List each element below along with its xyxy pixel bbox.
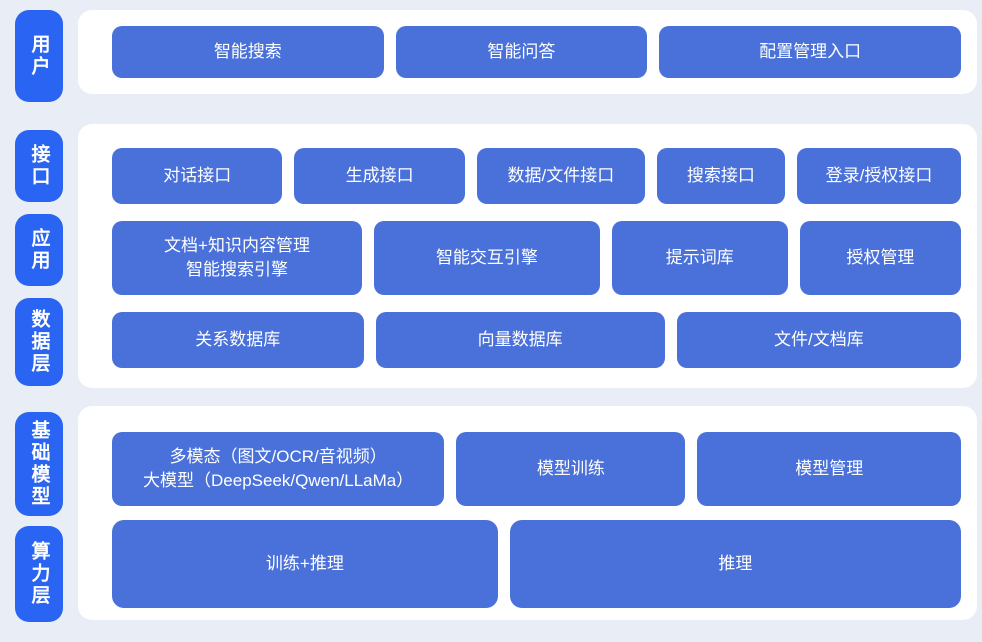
node-config-management-entry: 配置管理入口: [659, 26, 961, 78]
node-doc-knowledge-line1: 文档+知识内容管理: [164, 236, 310, 256]
node-inference: 推理: [509, 520, 961, 608]
node-interaction-engine: 智能交互引擎: [374, 221, 600, 295]
node-login-auth-api: 登录/授权接口: [796, 148, 961, 204]
node-doc-knowledge-search-engine: 文档+知识内容管理 智能搜索引擎: [112, 221, 363, 295]
model-compute-panel: 多模态（图文/OCR/音视频） 大模型（DeepSeek/Qwen/LLaMa）…: [78, 406, 977, 620]
user-layer-label-column: 用户: [15, 10, 63, 102]
foundation-model-row: 多模态（图文/OCR/音视频） 大模型（DeepSeek/Qwen/LLaMa）…: [112, 432, 962, 506]
node-prompt-library: 提示词库: [611, 221, 788, 295]
model-compute-label-column: 基础模型 算力层: [15, 406, 63, 622]
section-model-compute-layers: 基础模型 算力层 多模态（图文/OCR/音视频） 大模型（DeepSeek/Qw…: [15, 406, 977, 622]
node-auth-management: 授权管理: [799, 221, 961, 295]
section-user-layer: 用户 智能搜索 智能问答 配置管理入口: [15, 10, 977, 102]
data-layer-row: 关系数据库 向量数据库 文件/文档库: [112, 312, 961, 368]
compute-layer-row: 训练+推理 推理: [112, 520, 961, 608]
node-smart-qa: 智能问答: [395, 26, 648, 78]
middle-layers-panel: 对话接口 生成接口 数据/文件接口 搜索接口 登录/授权接口 文档+知识内容管理…: [78, 124, 977, 388]
node-search-api: 搜索接口: [656, 148, 785, 204]
layer-label-data: 数据层: [15, 298, 63, 386]
node-dialog-api: 对话接口: [112, 148, 283, 204]
node-data-file-api: 数据/文件接口: [476, 148, 645, 204]
node-doc-knowledge-line2: 智能搜索引擎: [186, 260, 289, 279]
section-middle-layers: 接口 应用 数据层 对话接口 生成接口 数据/文件接口 搜索接口 登录/授权接口…: [15, 124, 977, 388]
layer-label-user: 用户: [15, 10, 63, 102]
user-layer-row: 智能搜索 智能问答 配置管理入口: [112, 26, 961, 78]
node-smart-search: 智能搜索: [112, 26, 384, 78]
layer-label-compute: 算力层: [15, 526, 63, 622]
layer-label-application: 应用: [15, 214, 63, 286]
middle-layers-label-column: 接口 应用 数据层: [15, 124, 63, 386]
layer-label-foundation-model: 基础模型: [15, 412, 63, 516]
interface-row: 对话接口 生成接口 数据/文件接口 搜索接口 登录/授权接口: [112, 148, 961, 204]
layer-label-interface: 接口: [15, 130, 63, 202]
node-model-training: 模型训练: [456, 432, 686, 506]
node-file-doc-store: 文件/文档库: [676, 312, 961, 368]
node-training-inference: 训练+推理: [112, 520, 498, 608]
node-vector-db: 向量数据库: [375, 312, 665, 368]
application-row: 文档+知识内容管理 智能搜索引擎 智能交互引擎 提示词库 授权管理: [112, 221, 961, 295]
user-layer-panel: 智能搜索 智能问答 配置管理入口: [78, 10, 977, 94]
node-multimodal-llm: 多模态（图文/OCR/音视频） 大模型（DeepSeek/Qwen/LLaMa）: [112, 432, 445, 506]
node-model-management: 模型管理: [697, 432, 962, 506]
node-multimodal-llm-line2: 大模型（DeepSeek/Qwen/LLaMa）: [143, 471, 414, 490]
node-generation-api: 生成接口: [294, 148, 465, 204]
node-relational-db: 关系数据库: [112, 312, 364, 368]
node-multimodal-llm-line1: 多模态（图文/OCR/音视频）: [169, 447, 387, 467]
